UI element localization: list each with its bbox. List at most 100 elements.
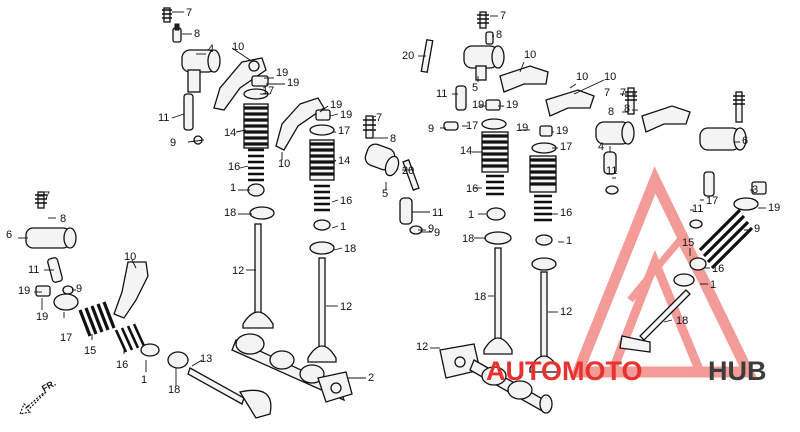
rocker-arm-icon [213, 57, 267, 111]
dowel-pin-icon [420, 38, 434, 74]
callout-number: 17 [60, 332, 72, 344]
callout-number: 10 [524, 49, 536, 61]
callout-number: 19 [276, 67, 288, 79]
callout-number: 15 [682, 237, 694, 249]
callout-number: 4 [208, 43, 214, 55]
rocker-arm-shaft-icon [364, 143, 400, 177]
callout-number: 19 [287, 77, 299, 89]
callout-number: 7 [604, 87, 610, 99]
pushrod-icon [455, 85, 467, 111]
callout-number: 6 [742, 135, 748, 147]
dowel-pin-icon [402, 159, 420, 191]
callout-number: 1 [710, 279, 716, 291]
callout-number: 8 [194, 28, 200, 40]
callout-leader-line [239, 165, 249, 169]
seal-icon [249, 206, 275, 220]
callout-number: 1 [141, 374, 147, 386]
callout-number: 1 [230, 182, 236, 194]
callout-leader-line [371, 115, 377, 119]
rocker-arm-icon [275, 97, 325, 151]
rocker-arm-shaft-icon [595, 121, 635, 175]
seal-icon [673, 273, 695, 287]
callout-number: 14 [338, 155, 350, 167]
callout-number: 8 [60, 213, 66, 225]
callout-number: 19 [340, 109, 352, 121]
front-direction-arrow-icon [19, 391, 47, 415]
callout-number: 11 [692, 203, 703, 215]
valve-spring-icon [529, 155, 557, 271]
callout-number: 17 [560, 141, 572, 153]
oring-icon [689, 219, 703, 229]
callout-number: 3 [752, 184, 758, 196]
callout-number: 9 [434, 227, 440, 239]
oring-icon [62, 285, 74, 295]
rocker-arm-shaft-icon [181, 49, 221, 93]
callout-number: 16 [466, 183, 478, 195]
callout-number: 18 [224, 207, 236, 219]
callout-number: 20 [402, 50, 414, 62]
callout-leader-line [573, 79, 605, 95]
valve-spring-icon [698, 208, 754, 270]
shim-icon [251, 75, 269, 87]
callout-number: 9 [428, 223, 434, 235]
callout-number: 10 [232, 41, 244, 53]
valve-spring-icon [309, 139, 335, 255]
retainer-icon [53, 293, 79, 311]
valve-spring-icon [481, 131, 512, 245]
exhaust-valve-icon [307, 257, 337, 363]
callout-number: 7 [186, 7, 192, 19]
adjusting-screw-icon [625, 87, 637, 115]
oring-icon [605, 185, 619, 195]
callout-number: 14 [224, 127, 236, 139]
callout-number: 16 [560, 207, 572, 219]
adjusting-screw-icon [363, 115, 376, 139]
callout-number: 13 [200, 353, 212, 365]
rocker-arm-icon [641, 105, 691, 133]
callout-leader-line [331, 199, 339, 203]
watermark-logo-icon [569, 166, 757, 378]
watermark-text-red: AUTOMOTO [486, 356, 643, 386]
retainer-icon [481, 118, 507, 130]
callout-number: 14 [460, 145, 472, 157]
pushrod-icon [703, 171, 715, 197]
callout-leader-line [331, 225, 339, 229]
callout-number: 7 [500, 10, 506, 22]
shim-icon [485, 99, 501, 111]
callout-number: 10 [278, 158, 290, 170]
callout-leader-line [519, 61, 525, 73]
callout-leader-line [171, 113, 185, 119]
callout-leader-line [235, 129, 247, 133]
callout-number: 10 [124, 251, 136, 263]
callout-number: 5 [472, 82, 478, 94]
callout-number: 17 [262, 85, 274, 97]
callout-number: 12 [232, 265, 244, 277]
callout-number: 6 [6, 229, 12, 241]
rocker-arm-icon [499, 65, 549, 93]
cotter-icon [140, 343, 160, 357]
callout-number: 19 [768, 202, 780, 214]
callout-number: 17 [466, 120, 478, 132]
rocker-arm-icon [545, 89, 595, 117]
callout-number: 7 [44, 190, 50, 202]
callout-number: 11 [432, 207, 443, 219]
callout-number: 10 [576, 71, 588, 83]
exhaust-valve-icon [619, 289, 691, 353]
callout-number: 18 [344, 243, 356, 255]
callout-number: 11 [436, 88, 447, 100]
callout-number: 19 [472, 99, 484, 111]
callout-number: 18 [676, 315, 688, 327]
exhaust-valve-icon [187, 367, 272, 419]
callout-number: 19 [506, 99, 518, 111]
callout-leader-line [333, 247, 343, 251]
callout-leader-line [231, 47, 251, 61]
callout-number: 18 [474, 291, 486, 303]
callout-number: 17 [338, 125, 350, 137]
shim-icon [751, 181, 767, 195]
pushrod-icon [399, 197, 413, 225]
callout-number: 18 [462, 233, 474, 245]
callout-number: 20 [402, 165, 414, 177]
callout-number: 18 [168, 384, 180, 396]
callout-number: 16 [340, 195, 352, 207]
